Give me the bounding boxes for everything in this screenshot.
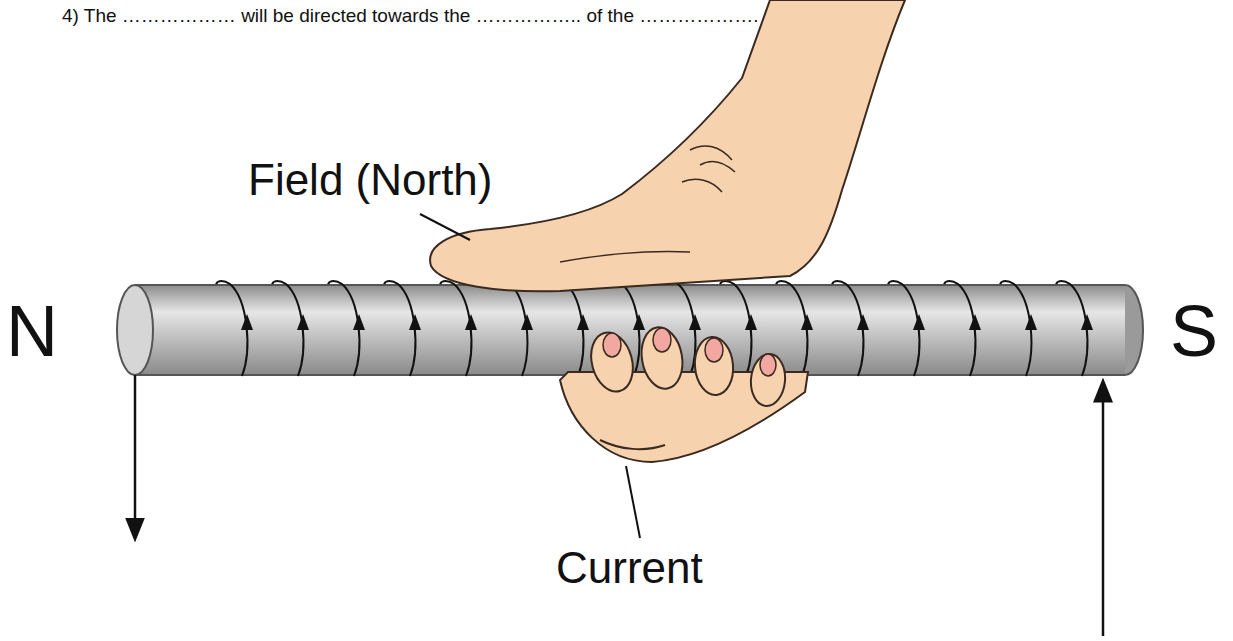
current-arrowhead	[521, 314, 533, 330]
current-arrowhead	[689, 314, 701, 330]
leader-lines	[420, 214, 640, 538]
current-arrowhead	[353, 314, 365, 330]
current-label: Current	[556, 544, 703, 592]
current-arrowhead	[1025, 314, 1037, 330]
current-arrowhead	[297, 314, 309, 330]
pole-label: N	[6, 292, 58, 371]
current-arrowhead	[241, 314, 253, 330]
current-arrowhead	[745, 314, 757, 330]
right-hand	[430, 0, 905, 462]
current-arrowhead	[857, 314, 869, 330]
current-arrowhead	[409, 314, 421, 330]
current-arrowhead	[1081, 314, 1093, 330]
current-arrowhead	[633, 314, 645, 330]
question-text: 4) The ……………… will be directed towards t…	[62, 6, 759, 27]
current-arrowhead	[969, 314, 981, 330]
pole-label: S	[1170, 292, 1218, 371]
current-arrowhead	[577, 314, 589, 330]
current-arrowhead	[465, 314, 477, 330]
current-arrowhead	[801, 314, 813, 330]
current-arrowhead	[913, 314, 925, 330]
field-label: Field (North)	[248, 156, 493, 204]
